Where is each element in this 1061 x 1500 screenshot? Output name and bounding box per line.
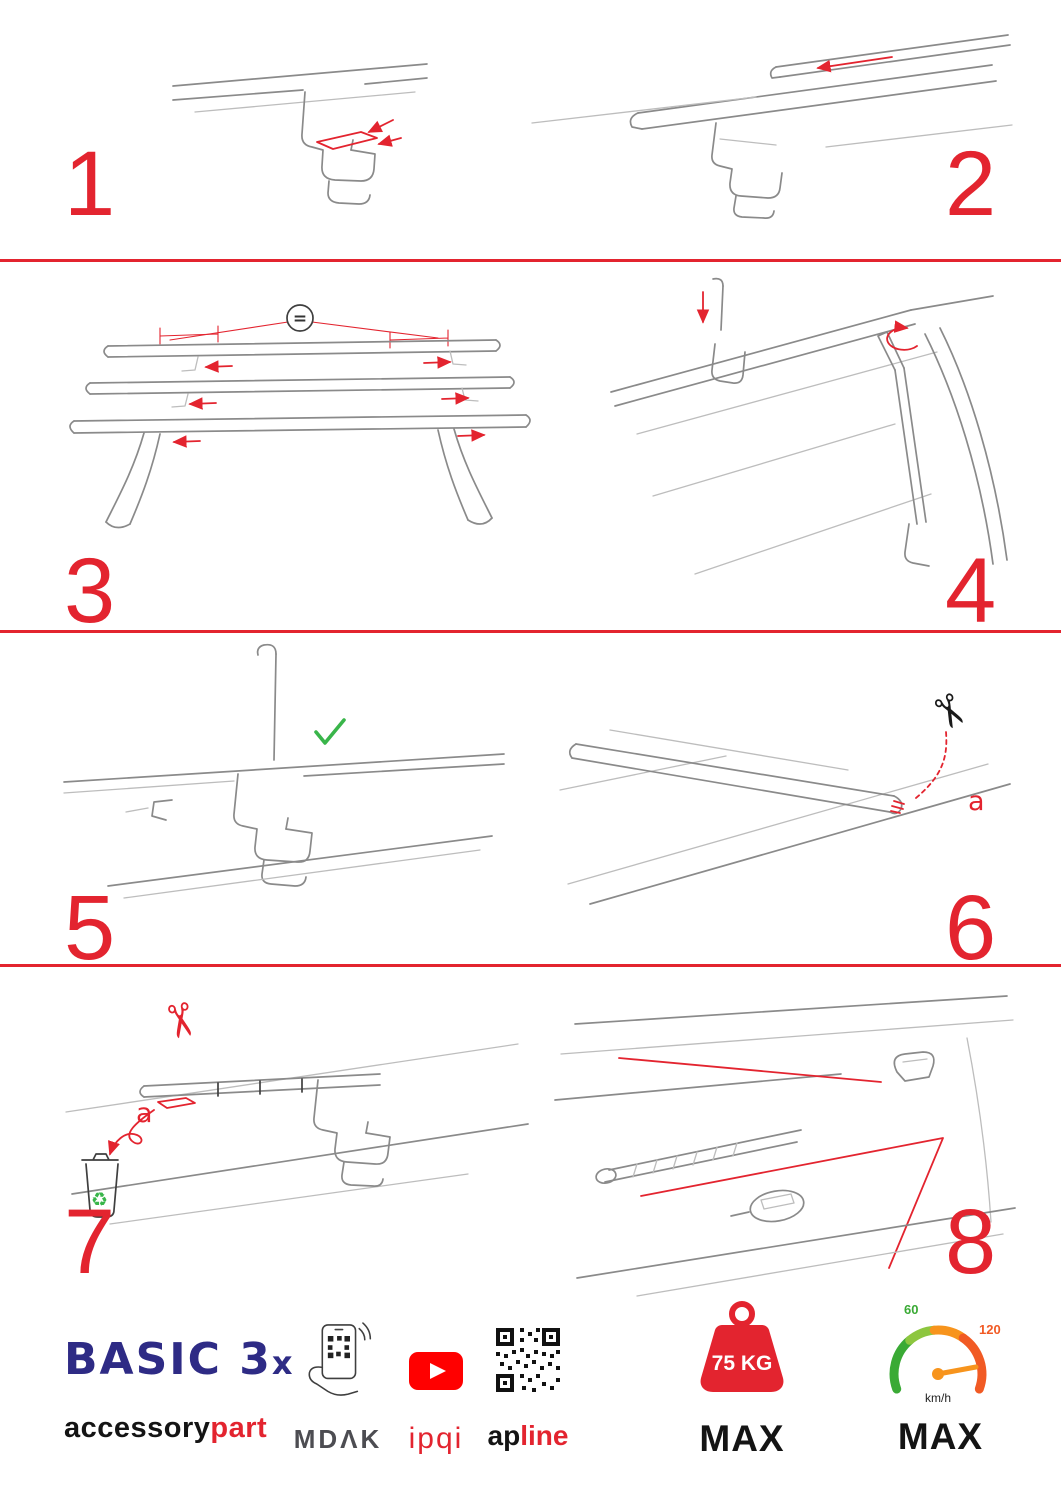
phone-qr-icon: [308, 1322, 372, 1396]
ipqi-label: ipqi: [408, 1422, 464, 1455]
speed-min-label: 60: [904, 1302, 918, 1317]
step-6-illustration: ✂ a: [559, 684, 1011, 905]
brand-sub-red: part: [210, 1412, 268, 1445]
step-2-number: 2: [945, 133, 997, 235]
recycle-icon: ♻: [91, 1189, 108, 1211]
strip-highlight-line: [618, 1057, 882, 1083]
weight-icon: 75 KG: [700, 1301, 783, 1392]
discard-arrow: [108, 1109, 155, 1156]
brand-title: BASIC 3x: [64, 1334, 295, 1385]
weight-value: 75 KG: [711, 1352, 772, 1375]
speedometer-icon: 60 120 km/h: [889, 1302, 1001, 1405]
weight-max-label: MAX: [699, 1418, 785, 1459]
insert-arrow-2: [377, 134, 402, 147]
step-7-illustration: ✂ a ♻: [65, 996, 529, 1225]
ipqi-block: ipqi: [398, 1352, 474, 1456]
brand-block: BASIC 3x accessorypart: [64, 1334, 295, 1445]
speed-max-label: MAX: [897, 1416, 984, 1457]
label-a: a: [968, 786, 985, 817]
cut-guide-line: [915, 731, 948, 799]
brand-title-suffix: x: [271, 1344, 295, 1382]
brand-title-main: BASIC 3: [64, 1334, 272, 1385]
section-divider-3: [0, 964, 1061, 967]
apline-label: apline: [488, 1420, 569, 1452]
trash-icon: [85, 1163, 119, 1218]
apline-black: ap: [487, 1420, 521, 1451]
mdak-label: MDΛK: [293, 1424, 383, 1454]
step-4-number: 4: [945, 540, 997, 642]
scissors-icon-red: ✂: [150, 996, 211, 1045]
step-1-number: 1: [64, 133, 116, 235]
step-5-number: 5: [64, 877, 116, 979]
apline-red: line: [520, 1420, 569, 1451]
speed-max-value: 120: [979, 1322, 1001, 1337]
equal-sign: =: [293, 309, 307, 329]
mdak-block: MDΛK: [288, 1320, 388, 1455]
max-speed-block: 60 120 km/h MAX: [868, 1296, 1013, 1458]
step-3-number: 3: [64, 540, 116, 642]
insert-plate-outline: [316, 131, 378, 150]
qr-code: [494, 1326, 562, 1394]
max-weight-block: 75 KG MAX: [672, 1298, 812, 1460]
rotate-arrow: [886, 320, 918, 351]
insert-arrow-1: [367, 119, 394, 133]
slide-arrow: [816, 56, 893, 73]
step-3-illustration: =: [69, 304, 531, 529]
apline-block: apline: [482, 1326, 574, 1452]
step-6-number: 6: [945, 877, 997, 979]
step-8-number: 8: [945, 1191, 997, 1293]
brand-sub-black: accessory: [64, 1412, 211, 1445]
step-7-number: 7: [64, 1191, 116, 1293]
step-8-illustration: [554, 995, 1016, 1297]
speed-unit: km/h: [924, 1391, 950, 1405]
step-1-illustration: [172, 63, 428, 205]
step-5-illustration: [63, 643, 505, 899]
step-4-illustration: [610, 277, 1008, 575]
trash-lid: [81, 1153, 119, 1161]
section-divider-2: [0, 630, 1061, 633]
brand-subtitle: accessorypart: [64, 1412, 295, 1445]
scissors-icon: ✂: [917, 684, 979, 741]
youtube-icon: [409, 1352, 463, 1390]
step-2-illustration: [531, 34, 1013, 219]
section-divider-1: [0, 259, 1061, 262]
cut-piece-outline: [157, 1097, 196, 1109]
check-icon: [314, 718, 346, 745]
